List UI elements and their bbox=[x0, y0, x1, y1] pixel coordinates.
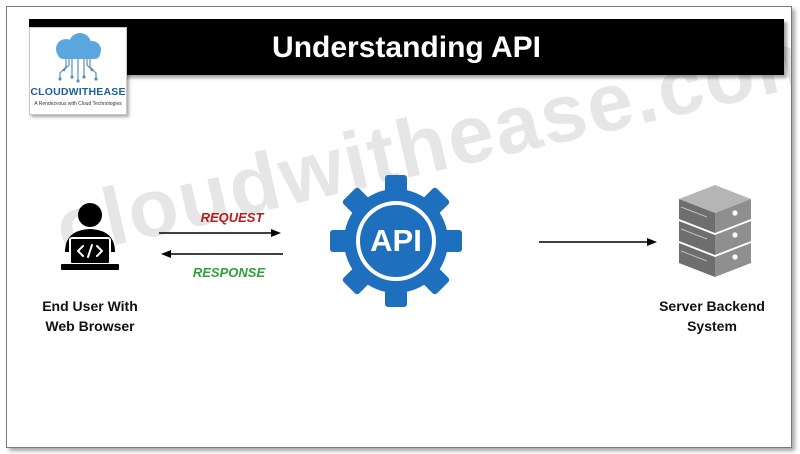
gear-icon bbox=[330, 175, 462, 307]
request-label: REQUEST bbox=[200, 210, 264, 225]
server-arrow bbox=[539, 238, 657, 246]
response-label: RESPONSE bbox=[192, 265, 266, 280]
server-label-line1: Server Backend bbox=[659, 298, 765, 314]
page-title: Understanding API bbox=[272, 31, 541, 64]
user-label-line2: Web Browser bbox=[45, 318, 135, 334]
cloud-circuit-icon bbox=[56, 33, 101, 83]
server-label: Server Backend System bbox=[647, 296, 777, 336]
server-stack-icon bbox=[679, 185, 751, 277]
logo-tagline: A Rendezvous with Cloud Technologies bbox=[34, 101, 122, 107]
logo: CLOUDWITHEASE A Rendezvous with Cloud Te… bbox=[29, 27, 127, 115]
diagram-frame: cloudwithease.com Understanding API bbox=[6, 6, 792, 448]
api-label: API bbox=[370, 223, 422, 258]
user-label-line1: End User With bbox=[42, 298, 138, 314]
user-label: End User With Web Browser bbox=[25, 296, 155, 336]
request-response-arrows bbox=[159, 229, 283, 258]
logo-name: CLOUDWITHEASE bbox=[30, 86, 126, 98]
user-laptop-code-icon bbox=[61, 203, 119, 270]
title-bar: Understanding API bbox=[29, 19, 784, 75]
server-label-line2: System bbox=[687, 318, 737, 334]
